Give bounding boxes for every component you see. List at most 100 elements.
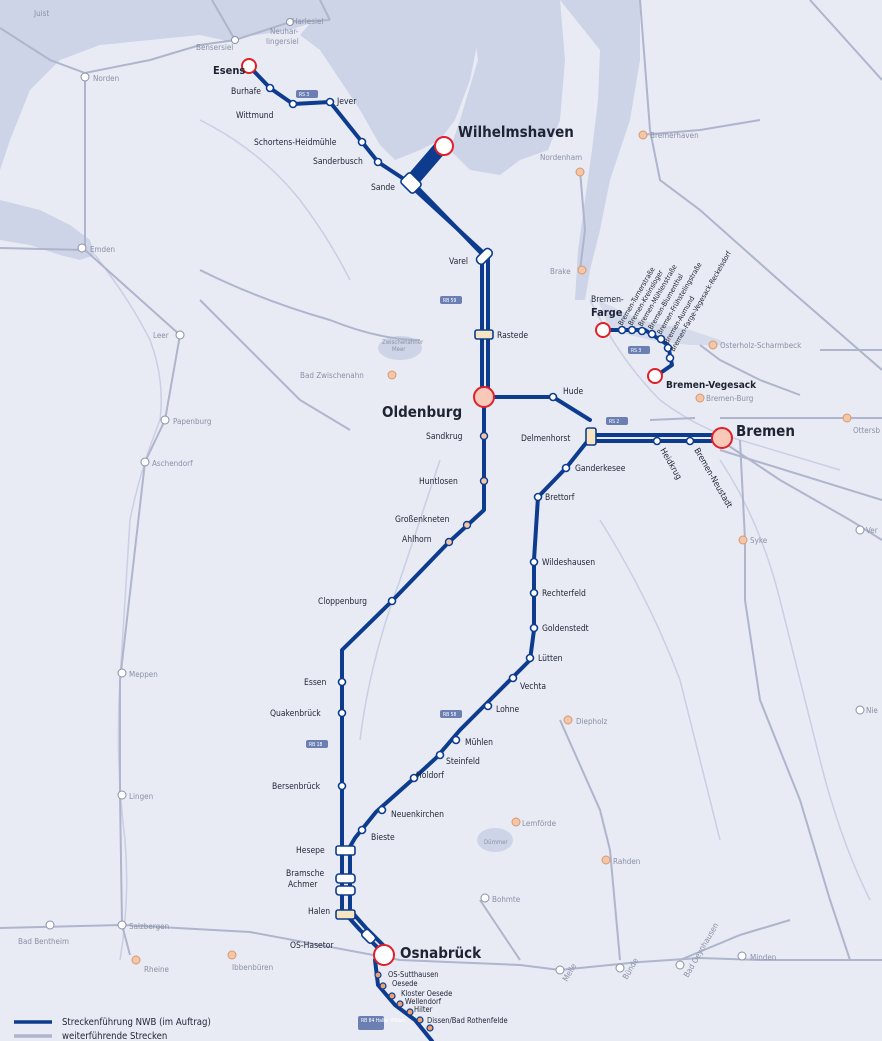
label-diepholz: Diepholz	[576, 717, 608, 726]
label-neuenkirchen: Neuenkirchen	[391, 810, 444, 820]
label-ibbenbueren: Ibbenbüren	[232, 963, 273, 972]
label-zwischenahner-meer-a: Zwischenahner	[382, 339, 424, 346]
label-verden: Ver	[866, 526, 878, 535]
label-delmenhorst: Delmenhorst	[521, 434, 570, 444]
label-wilhelmshaven: Wilhelmshaven	[458, 123, 574, 141]
wilhelmshaven-marker	[434, 136, 454, 156]
label-achmer: Achmer	[288, 880, 318, 890]
label-juist: Juist	[33, 9, 49, 18]
label-oldenburg: Oldenburg	[382, 403, 462, 421]
label-luetten: Lütten	[538, 654, 563, 664]
label-brake: Brake	[550, 267, 571, 276]
label-ahlhorn: Ahlhorn	[402, 535, 432, 545]
label-holdorf: Holdorf	[416, 771, 444, 781]
label-minden: Minden	[750, 953, 776, 962]
label-osnabrueck: Osnabrück	[400, 944, 482, 962]
osnabrueck-marker	[373, 944, 395, 966]
label-hesepe: Hesepe	[296, 846, 325, 856]
label-vechta: Vechta	[520, 682, 546, 692]
oldenburg-marker	[473, 386, 495, 408]
label-wittmund: Wittmund	[236, 111, 274, 121]
hub-stations	[241, 58, 733, 966]
label-aschendorf: Aschendorf	[152, 459, 193, 468]
label-steinfeld: Steinfeld	[446, 757, 480, 767]
label-meppen: Meppen	[129, 670, 158, 679]
label-norden: Norden	[93, 74, 119, 83]
label-esens: Esens	[213, 64, 245, 77]
label-bremen: Bremen	[736, 422, 795, 440]
label-ottersberg: Ottersb	[853, 426, 880, 435]
label-halen: Halen	[308, 907, 330, 917]
label-rahden: Rahden	[613, 857, 640, 866]
label-bad-zwischenahn: Bad Zwischenahn	[300, 371, 364, 380]
label-bremen-burg: Bremen-Burg	[706, 394, 753, 403]
label-dissen: Dissen/Bad Rothenfelde	[427, 1016, 508, 1025]
label-muehlen: Mühlen	[465, 738, 493, 748]
route-badges: RS 3 RB 59 RS 2 RS 3 RB 58 RB 18 RB 84 H…	[296, 90, 650, 1030]
label-rechterfeld: Rechterfeld	[542, 589, 586, 599]
legend: Streckenführung NWB (im Auftrag) weiterf…	[14, 1017, 211, 1041]
rivers	[94, 119, 871, 961]
bremen-marker	[711, 427, 733, 449]
label-leer: Leer	[153, 331, 169, 340]
label-hilter: Hilter	[414, 1005, 433, 1014]
label-bad-bentheim: Bad Bentheim	[18, 937, 69, 946]
badge-rs3b: RS 3	[631, 348, 641, 354]
label-zwischenahner-meer-b: Meer	[392, 346, 406, 353]
label-wildeshausen: Wildeshausen	[542, 558, 595, 568]
esens-marker	[241, 58, 257, 74]
label-bohmte: Bohmte	[492, 895, 521, 904]
label-salzbergen: Salzbergen	[129, 922, 169, 931]
label-schortens: Schortens-Heidmühle	[254, 138, 337, 148]
label-jever: Jever	[336, 97, 357, 107]
label-varel: Varel	[449, 257, 468, 267]
rect-stations	[335, 172, 597, 945]
badge-rb59: RB 59	[443, 298, 457, 304]
label-burhafe: Burhafe	[231, 87, 261, 97]
label-rheine: Rheine	[144, 965, 170, 974]
label-quakenbrueck: Quakenbrück	[270, 709, 321, 719]
label-sandkrug: Sandkrug	[426, 432, 463, 442]
station-labels: Esens Burhafe Wittmund Jever Schortens-H…	[213, 64, 795, 1025]
label-huntlosen: Huntlosen	[419, 477, 458, 487]
farge-marker	[595, 322, 611, 338]
label-essen: Essen	[304, 678, 327, 688]
label-duemmer: Dümmer	[484, 839, 508, 846]
label-bersenbrueck: Bersenbrück	[272, 782, 321, 792]
badge-rb18: RB 18	[309, 742, 323, 748]
label-lohne: Lohne	[496, 705, 519, 715]
label-neuharlingersiel-b: lingersiel	[266, 37, 299, 46]
badge-rs3: RS 3	[299, 92, 309, 98]
label-syke: Syke	[750, 536, 768, 545]
label-sande: Sande	[371, 183, 395, 193]
label-sanderbusch: Sanderbusch	[313, 157, 363, 167]
label-osterholz: Osterholz-Scharmbeck	[720, 341, 802, 350]
label-os-sutthausen: OS-Sutthausen	[388, 970, 439, 979]
label-kloster-oesede: Kloster Oesede	[401, 989, 452, 998]
label-neuharlingersiel-a: Neuhar-	[270, 27, 299, 36]
station-markers-dissen	[374, 971, 434, 1032]
label-harlesiel: Harlesiel	[292, 17, 323, 26]
label-brettorf: Brettorf	[545, 493, 575, 503]
label-bremen-farge-a: Bremen-	[591, 295, 624, 305]
town-markers	[45, 18, 865, 975]
label-emden: Emden	[90, 245, 115, 254]
badge-rb58: RB 58	[443, 712, 457, 718]
station-markers	[265, 83, 695, 835]
legend-label-nwb: Streckenführung NWB (im Auftrag)	[62, 1017, 211, 1028]
town-markers-orange	[131, 130, 852, 965]
label-nordenham: Nordenham	[540, 153, 582, 162]
legend-label-other: weiterführende Strecken	[62, 1031, 167, 1041]
label-wellendorf: Wellendorf	[405, 997, 442, 1006]
label-bieste: Bieste	[371, 833, 395, 843]
label-ganderkesee: Ganderkesee	[575, 464, 626, 474]
label-bensersiel: Bensersiel	[196, 43, 233, 52]
label-bremen-farge-b: Farge	[591, 306, 623, 319]
badge-rb84: RB 84 Haller Willem	[361, 1018, 406, 1024]
label-nienburg: Nie	[866, 706, 878, 715]
label-rastede: Rastede	[497, 331, 528, 341]
water-areas	[0, 0, 725, 852]
station-markers-orange-fill	[444, 431, 489, 547]
